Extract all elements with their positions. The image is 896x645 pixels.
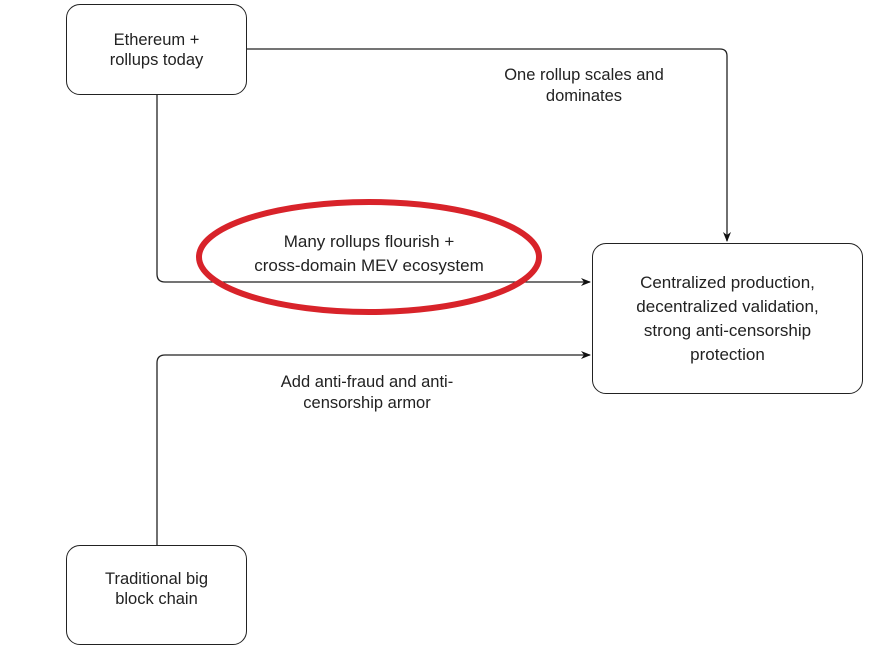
edge-label-armor: Add anti-fraud and anti- censorship armo… [227,372,507,414]
edge-label-text: Many rollups flourish + [283,232,455,251]
node-text: protection [690,344,765,364]
edge-many-rollups [156,94,591,286]
node-text: rollups today [109,50,204,69]
edge-label-many-rollups: Many rollups flourish + cross-domain MEV… [209,230,529,278]
edge-label-text: cross-domain MEV ecosystem [254,256,484,275]
node-text: block chain [115,590,198,608]
edge-label-text: One rollup scales and [504,66,664,84]
node-centralized-production: Centralized production, decentralized va… [592,243,863,394]
edge-armor [156,351,591,545]
diagram-connectors [156,48,731,545]
node-text: Ethereum + [113,30,200,49]
edge-label-text: censorship armor [303,394,431,412]
edge-label-one-rollup: One rollup scales and dominates [454,65,714,107]
node-text: Traditional big [104,570,209,588]
node-text: Centralized production, [640,272,815,292]
edge-label-text: Add anti-fraud and anti- [280,373,454,391]
highlight-ellipse [196,199,542,315]
edge-label-text: dominates [545,87,623,105]
edge-one-rollup [246,48,731,242]
node-ethereum-rollups-today: Ethereum +rollups today [66,4,247,95]
node-text: decentralized validation, [636,296,819,316]
node-text: strong anti-censorship [643,320,812,340]
node-traditional-big-block-chain: Traditional big block chain [66,545,247,645]
